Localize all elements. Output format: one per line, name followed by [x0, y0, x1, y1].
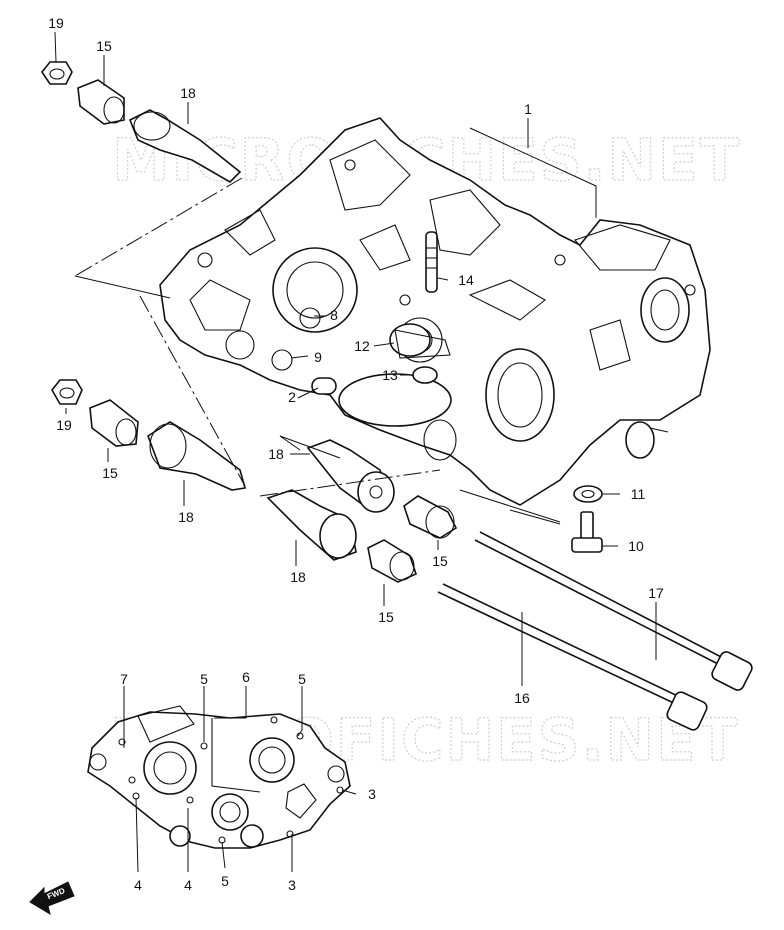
crankcase-assembly [159, 117, 711, 506]
callout-7: 7 [120, 671, 128, 687]
callout-19-left: 19 [56, 417, 72, 433]
bushing-15-center-right [403, 495, 458, 539]
spacer-18-center-upper [306, 439, 395, 513]
callout-10: 10 [628, 538, 644, 554]
stud-bolt-14 [425, 231, 438, 293]
bolt-10 [571, 511, 603, 553]
callout-1: 1 [524, 101, 532, 117]
washer-11 [573, 485, 603, 503]
callout-5-top-left: 5 [200, 671, 208, 687]
callout-3-right: 3 [368, 786, 376, 802]
callout-4-center: 4 [184, 877, 192, 893]
callout-5-top-right: 5 [298, 671, 306, 687]
callout-15-top: 15 [96, 38, 112, 54]
callout-18-top: 18 [180, 85, 196, 101]
centerline-upper [74, 177, 243, 277]
o-ring-13 [412, 366, 438, 384]
through-bolt-17 [474, 531, 753, 691]
callout-9: 9 [314, 349, 322, 365]
callout-5-bottom: 5 [221, 873, 229, 889]
callout-16: 16 [514, 690, 530, 706]
centerline-left [139, 295, 246, 487]
callout-2: 2 [288, 389, 296, 405]
callout-15-left: 15 [102, 465, 118, 481]
callout-18-left: 18 [178, 509, 194, 525]
spacer-18-center-lower [266, 489, 357, 561]
callout-18-center-lower: 18 [290, 569, 306, 585]
callout-11: 11 [631, 486, 646, 502]
inset-crankcase [87, 705, 351, 849]
spacer-18-left [147, 421, 247, 491]
callout-13: 13 [382, 367, 398, 383]
through-bolt-16 [437, 583, 708, 731]
dowel-pin-2 [311, 377, 337, 395]
callout-15-center: 15 [378, 609, 394, 625]
bushing-15-left [89, 399, 139, 447]
bushing-15-top [77, 79, 125, 125]
callout-8: 8 [330, 307, 338, 323]
bushing-15-center [367, 539, 417, 583]
cap-12 [389, 323, 451, 359]
leader-lines [54, 31, 657, 873]
callout-6: 6 [242, 669, 250, 685]
centerline-center [259, 469, 441, 497]
nut-19-left [51, 379, 83, 405]
nut-19-top [41, 61, 73, 85]
callout-14: 14 [458, 272, 474, 288]
callout-3-bottom: 3 [288, 877, 296, 893]
callout-12: 12 [354, 338, 370, 354]
fwd-arrow-icon: FWD [29, 881, 75, 916]
spacer-18-top [128, 109, 242, 184]
callout-17: 17 [648, 585, 664, 601]
callout-18-center-upper: 18 [268, 446, 284, 462]
callout-15-center-right: 15 [432, 553, 448, 569]
callout-19-top: 19 [48, 15, 64, 31]
callout-4-left: 4 [134, 877, 142, 893]
callout-labels: 19 15 18 1 14 8 12 9 13 2 19 15 18 18 11… [48, 15, 664, 893]
